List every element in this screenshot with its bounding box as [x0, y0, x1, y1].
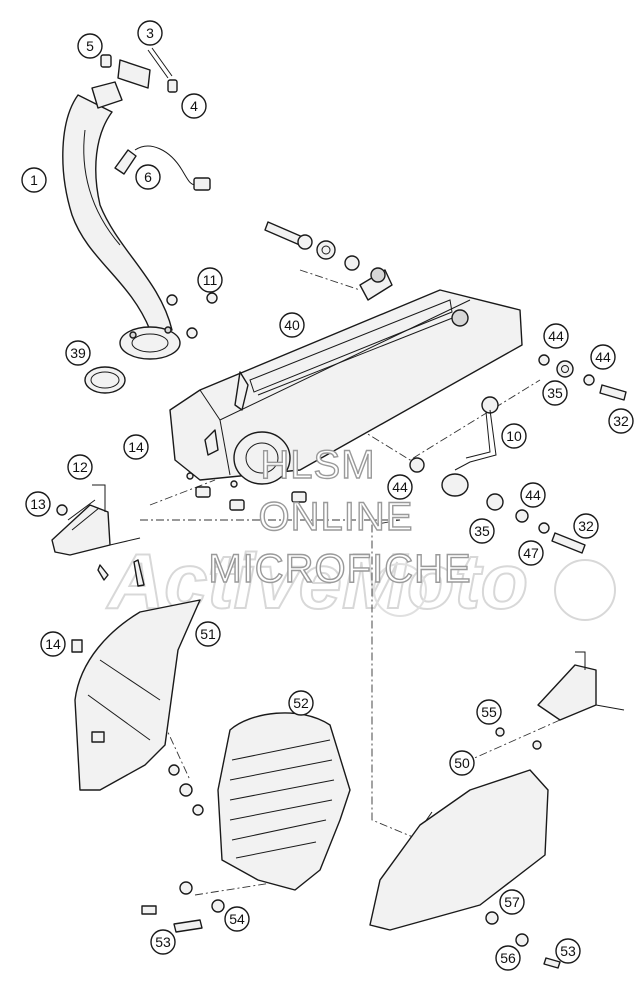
svg-text:13: 13: [30, 496, 46, 512]
callout-44-b: 44: [590, 344, 616, 370]
svg-text:35: 35: [547, 385, 563, 401]
callout-3: 3: [137, 20, 163, 46]
svg-text:1: 1: [30, 172, 38, 188]
callout-52: 52: [288, 690, 314, 716]
right-bracket: [495, 651, 625, 750]
hanger-bracket: [441, 396, 499, 497]
svg-text:53: 53: [560, 943, 576, 959]
callout-39: 39: [65, 340, 91, 366]
svg-text:55: 55: [481, 704, 497, 720]
callout-44-c: 44: [387, 474, 413, 500]
svg-text:44: 44: [525, 487, 541, 503]
callout-32-a: 32: [608, 408, 634, 434]
callout-57: 57: [499, 889, 525, 915]
silencer-clips: [186, 472, 307, 511]
svg-text:40: 40: [284, 317, 300, 333]
heat-shield-front: [71, 599, 204, 816]
svg-text:4: 4: [190, 98, 198, 114]
svg-text:14: 14: [45, 636, 61, 652]
right-mount-hardware: [409, 354, 627, 554]
svg-text:53: 53: [155, 934, 171, 950]
svg-text:52: 52: [293, 695, 309, 711]
silencer: [169, 267, 523, 485]
callout-13: 13: [25, 491, 51, 517]
callout-6: 6: [135, 164, 161, 190]
callout-55: 55: [476, 699, 502, 725]
svg-text:3: 3: [146, 25, 154, 41]
svg-text:10: 10: [506, 428, 522, 444]
svg-text:35: 35: [474, 523, 490, 539]
svg-text:47: 47: [523, 545, 539, 561]
callout-54: 54: [224, 906, 250, 932]
callout-56: 56: [495, 945, 521, 971]
callout-10: 10: [501, 423, 527, 449]
upper-mount-hardware: [264, 221, 360, 271]
svg-text:44: 44: [548, 328, 564, 344]
callout-4: 4: [181, 93, 207, 119]
callout-53-a: 53: [150, 929, 176, 955]
svg-text:56: 56: [500, 950, 516, 966]
silencer-guard-grille: [141, 712, 351, 933]
callout-1: 1: [21, 167, 47, 193]
svg-text:12: 12: [72, 459, 88, 475]
callout-11: 11: [197, 267, 223, 293]
callout-32-b: 32: [573, 513, 599, 539]
svg-text:32: 32: [578, 518, 594, 534]
callouts: 5 3 4 1 6 11 39 40 44 44 35 32 10 14 12 …: [21, 20, 634, 971]
callout-44-d: 44: [520, 482, 546, 508]
svg-text:54: 54: [229, 911, 245, 927]
svg-text:32: 32: [613, 413, 629, 429]
callout-35-b: 35: [469, 518, 495, 544]
callout-14-b: 14: [40, 631, 66, 657]
callout-51: 51: [195, 621, 221, 647]
svg-text:51: 51: [200, 626, 216, 642]
svg-text:11: 11: [203, 272, 218, 288]
lambda-sensor: [114, 145, 211, 191]
header-pipe: [62, 81, 181, 360]
callout-5: 5: [77, 33, 103, 59]
callout-47: 47: [518, 540, 544, 566]
callout-35-a: 35: [542, 380, 568, 406]
left-bracket: [51, 484, 145, 587]
callout-40: 40: [279, 312, 305, 338]
flange-parts: [100, 47, 178, 93]
svg-text:6: 6: [144, 169, 152, 185]
svg-text:5: 5: [86, 38, 94, 54]
callout-44-a: 44: [543, 323, 569, 349]
callout-53-b: 53: [555, 938, 581, 964]
svg-text:44: 44: [595, 349, 611, 365]
nuts: [166, 292, 218, 339]
watermark-line-3: MICROFICHE: [208, 547, 471, 591]
svg-text:57: 57: [504, 894, 520, 910]
svg-text:14: 14: [128, 439, 144, 455]
svg-text:44: 44: [392, 479, 408, 495]
watermark: HLSM ONLINE MICROFICHE: [208, 442, 472, 591]
watermark-line-2: ONLINE: [259, 495, 414, 539]
svg-text:50: 50: [454, 755, 470, 771]
watermark-line-1: HLSM: [260, 443, 375, 487]
svg-text:39: 39: [70, 345, 86, 361]
heat-shield-rear: [369, 769, 561, 969]
callout-50: 50: [449, 750, 475, 776]
callout-14-a: 14: [123, 434, 149, 460]
gasket-ring: [84, 366, 126, 394]
callout-12: 12: [67, 454, 93, 480]
